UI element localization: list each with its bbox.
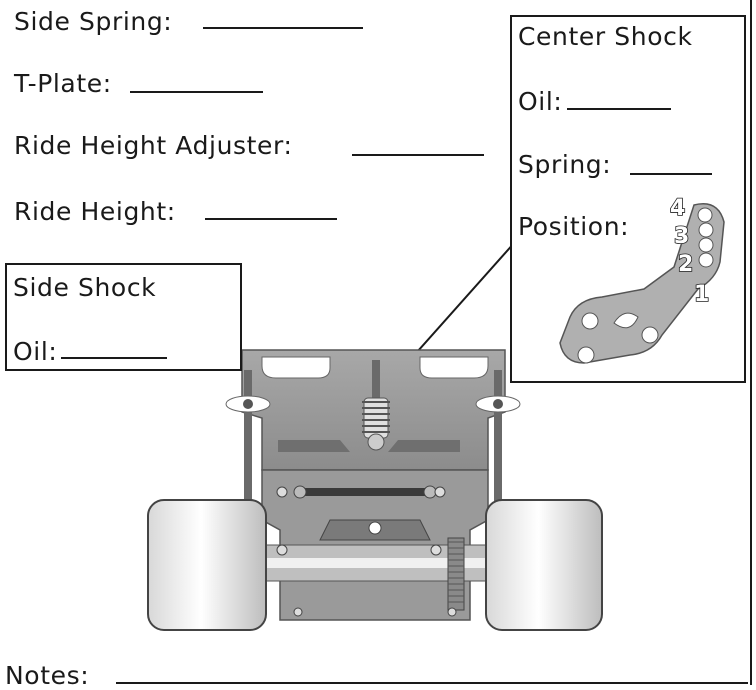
notes-field[interactable] (116, 682, 748, 684)
right-tire (485, 499, 603, 631)
center-shock-spring-field[interactable] (630, 173, 712, 175)
side-spring-field[interactable] (203, 27, 363, 29)
notes-label: Notes: (5, 661, 90, 690)
ride-height-field[interactable] (205, 218, 337, 220)
center-shock-position-label: Position: (518, 212, 630, 241)
position-hole-2 (698, 237, 714, 253)
left-tire (147, 499, 267, 631)
t-plate-field[interactable] (130, 91, 263, 93)
ride-height-label: Ride Height: (14, 197, 176, 226)
position-number-3: 3 (674, 224, 689, 249)
center-shock-oil-field[interactable] (567, 108, 671, 110)
t-plate-label: T-Plate: (14, 69, 112, 98)
position-hole-3 (698, 222, 714, 238)
position-number-2: 2 (678, 252, 693, 277)
side-spring-label: Side Spring: (14, 7, 173, 36)
shock-tower-plate (559, 203, 725, 364)
position-hole-1 (698, 252, 714, 268)
ride-height-adjuster-field[interactable] (352, 154, 484, 156)
side-shock-box: Side Shock Oil: (5, 263, 242, 371)
position-number-1: 1 (694, 282, 709, 307)
side-shock-oil-field[interactable] (61, 357, 167, 359)
center-shock-oil-label: Oil: (518, 87, 563, 116)
center-shock-spring-label: Spring: (518, 150, 612, 179)
position-hole-4 (697, 207, 713, 223)
center-shock-title: Center Shock (518, 22, 693, 51)
side-shock-body (300, 488, 430, 496)
shock-tower-diagram: 4 3 2 1 (559, 195, 725, 364)
side-shock-title: Side Shock (13, 273, 157, 302)
ride-height-adjuster-label: Ride Height Adjuster: (14, 131, 293, 160)
spur-gear (447, 537, 465, 611)
position-number-4: 4 (670, 196, 685, 221)
center-shock-box: Center Shock Oil: Spring: Position: 4 3 … (510, 15, 746, 383)
page-right-border (750, 0, 752, 685)
side-shock-oil-label: Oil: (13, 337, 58, 366)
